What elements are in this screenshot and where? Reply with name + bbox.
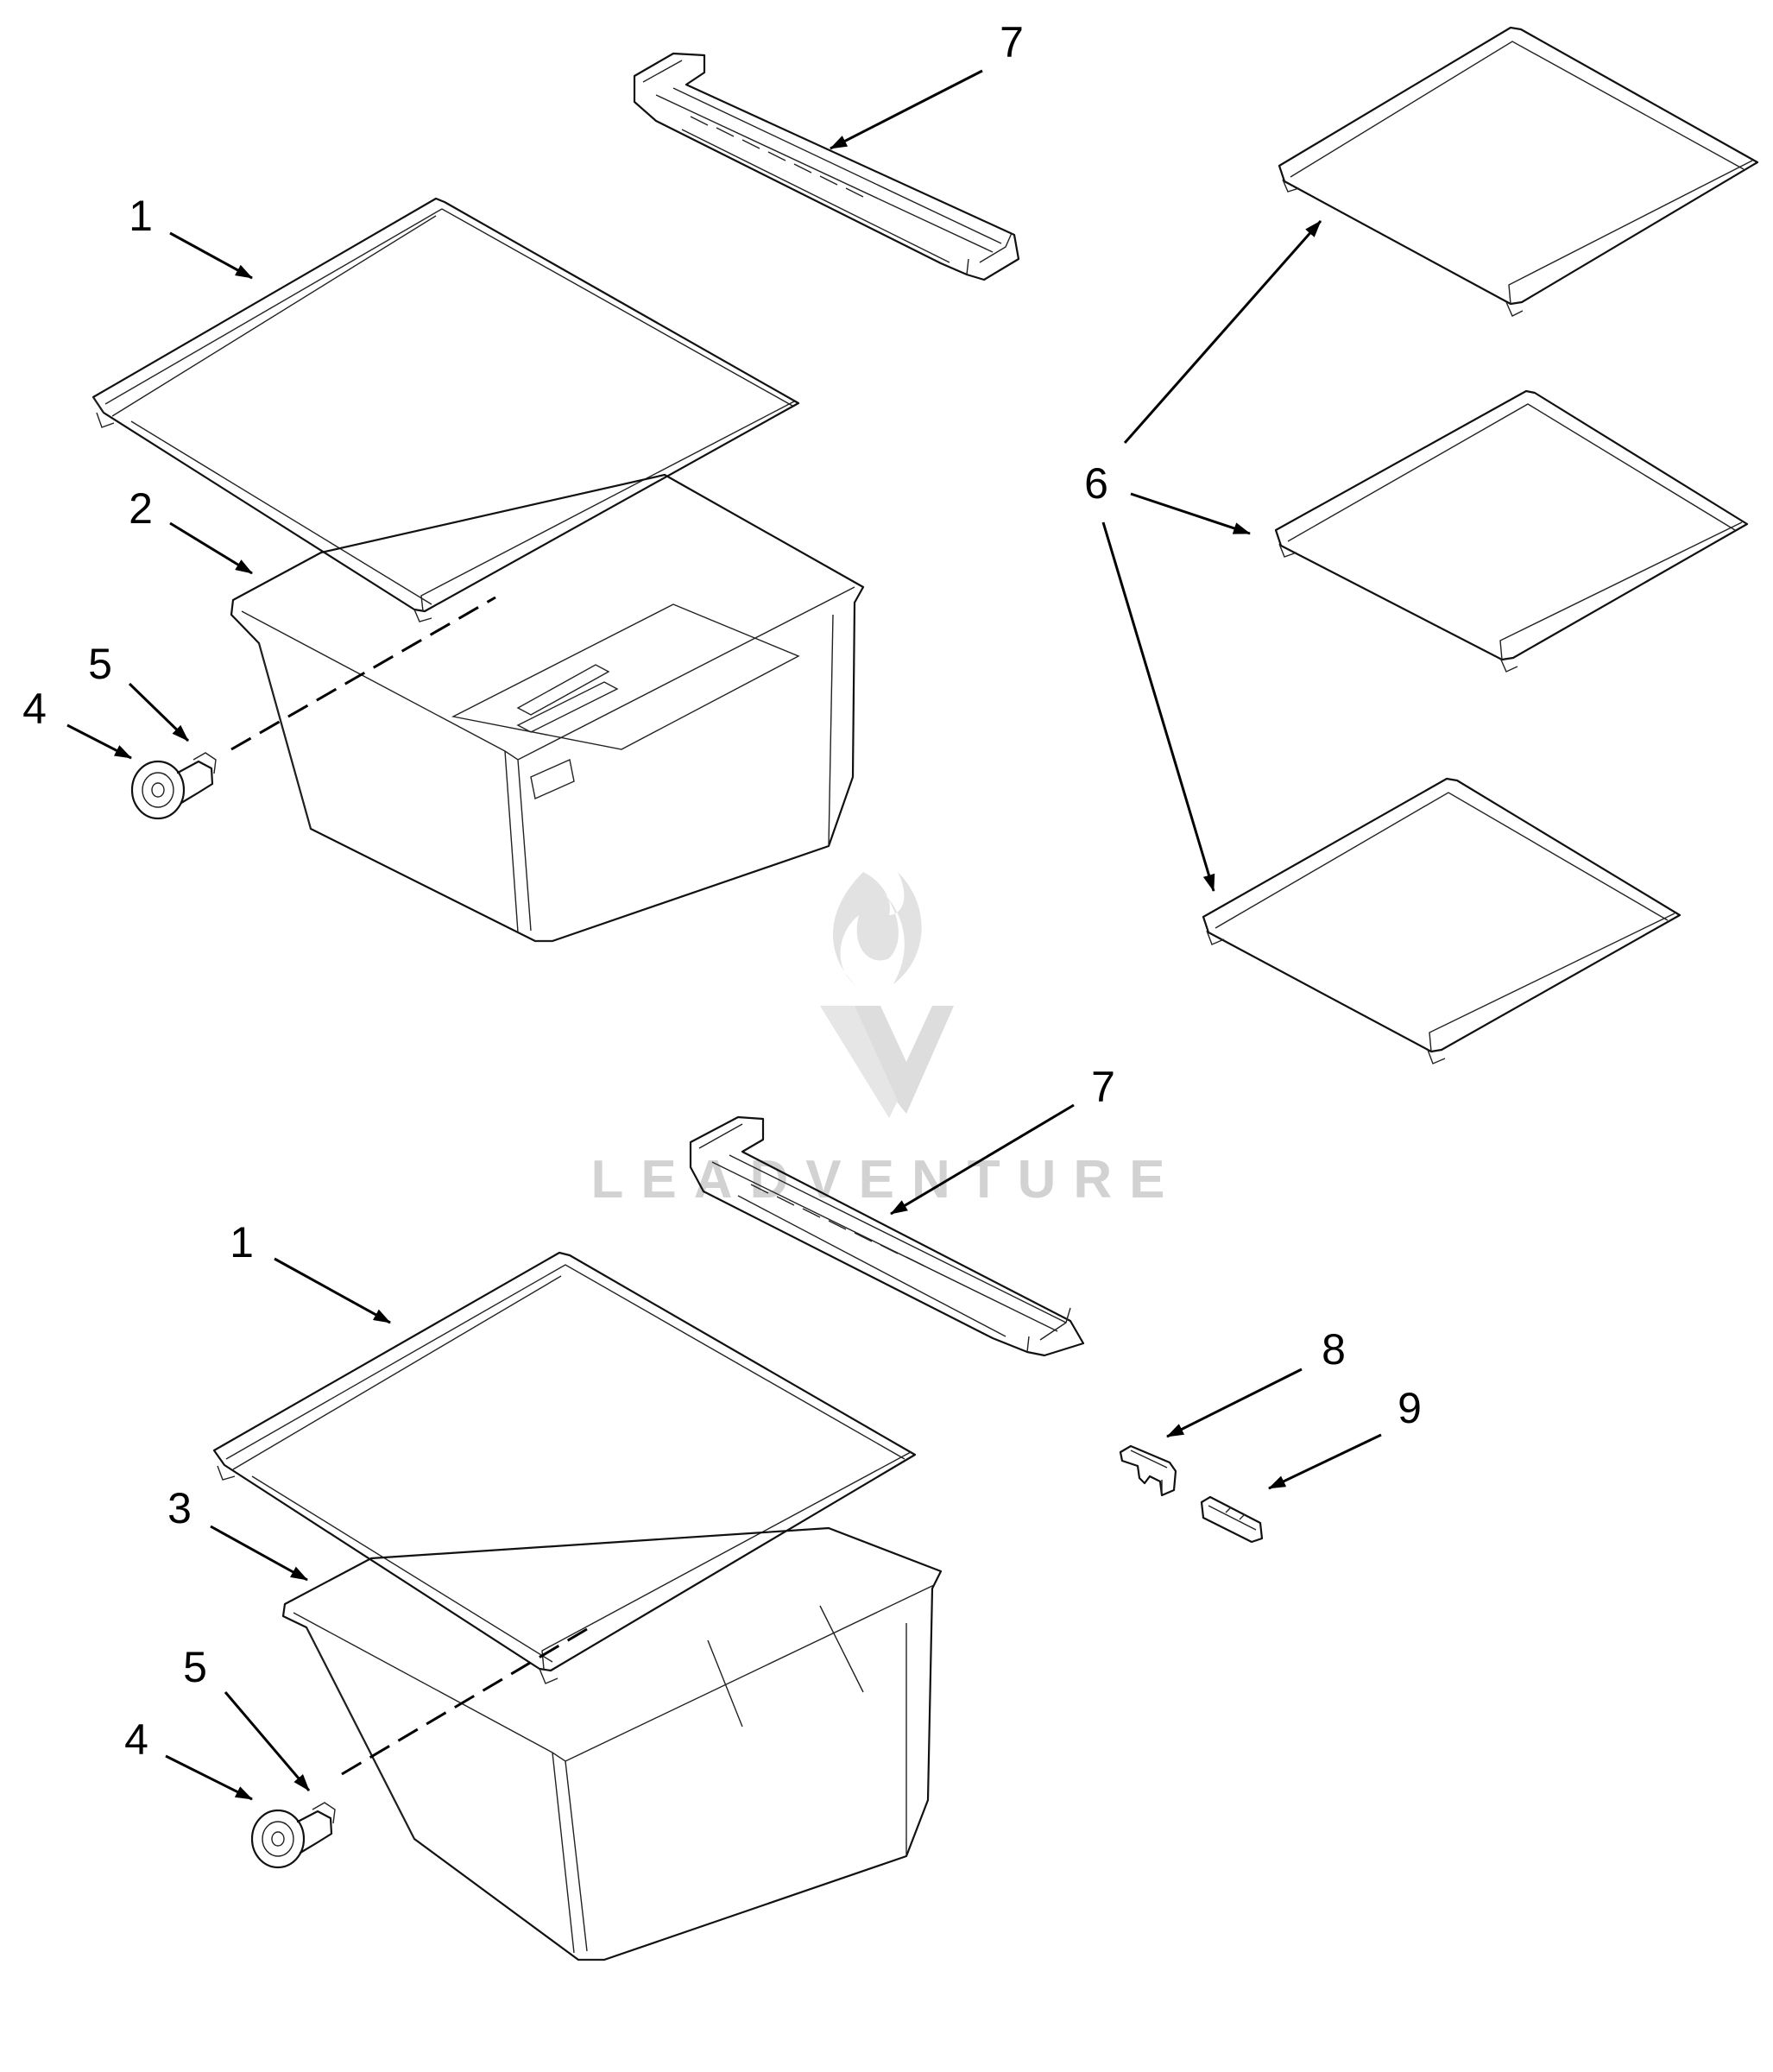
shelf-lower xyxy=(212,1251,917,1684)
arrow-6-to-shelf-a xyxy=(1123,220,1322,444)
callout-6: 6 xyxy=(1084,459,1108,508)
clip-part-8 xyxy=(1119,1444,1177,1497)
watermark-text: LEADVENTURE xyxy=(590,1150,1182,1210)
arrow-2 xyxy=(169,521,253,575)
arrow-4-lower xyxy=(165,1754,253,1801)
callout-7-upper: 7 xyxy=(1000,18,1024,66)
arrow-8 xyxy=(1166,1368,1303,1438)
arrow-4-upper xyxy=(66,723,132,760)
arrow-5-upper xyxy=(128,682,190,742)
arrow-7-upper xyxy=(830,69,983,150)
assembly-line-lower xyxy=(341,1627,588,1776)
callout-9: 9 xyxy=(1398,1384,1422,1432)
watermark: LEADVENTURE xyxy=(590,872,1182,1210)
assembly-line-upper xyxy=(230,596,496,751)
callout-5-lower: 5 xyxy=(183,1643,207,1691)
rail-upper xyxy=(633,52,1020,281)
arrow-1-lower xyxy=(274,1257,391,1324)
arrow-6-to-shelf-b xyxy=(1130,492,1251,535)
callout-1-lower: 1 xyxy=(230,1218,254,1267)
callout-labels: 1 2 5 4 7 6 7 1 3 5 4 8 9 xyxy=(22,18,1422,1764)
shelf-upper xyxy=(91,197,800,622)
callout-5-upper: 5 xyxy=(88,640,112,688)
arrow-3 xyxy=(210,1525,308,1582)
arrow-5-lower xyxy=(224,1691,311,1791)
arrow-7-lower xyxy=(890,1103,1075,1216)
callout-7-lower: 7 xyxy=(1091,1063,1115,1111)
roller-assembly-upper xyxy=(130,752,217,820)
crisper-drawer-upper xyxy=(230,473,865,943)
callout-8: 8 xyxy=(1322,1325,1346,1374)
callout-3: 3 xyxy=(167,1484,192,1532)
flame-icon xyxy=(820,872,954,1118)
arrow-1-upper xyxy=(169,231,253,280)
callout-1-upper: 1 xyxy=(129,192,153,240)
glass-shelf-a xyxy=(1278,26,1759,317)
assembly-lines xyxy=(230,596,588,1776)
glass-shelf-c xyxy=(1202,777,1682,1064)
rail-lower xyxy=(689,1115,1085,1357)
clip-part-9 xyxy=(1200,1495,1264,1544)
arrow-6-to-shelf-c xyxy=(1101,521,1215,892)
roller-assembly-lower xyxy=(250,1802,336,1869)
callout-4-upper: 4 xyxy=(22,685,47,733)
crisper-drawer-lower xyxy=(281,1526,943,1961)
callout-2: 2 xyxy=(129,484,153,533)
arrow-9 xyxy=(1268,1433,1382,1490)
glass-shelf-b xyxy=(1274,389,1749,673)
leader-arrows xyxy=(66,69,1382,1801)
callout-4-lower: 4 xyxy=(124,1715,148,1764)
